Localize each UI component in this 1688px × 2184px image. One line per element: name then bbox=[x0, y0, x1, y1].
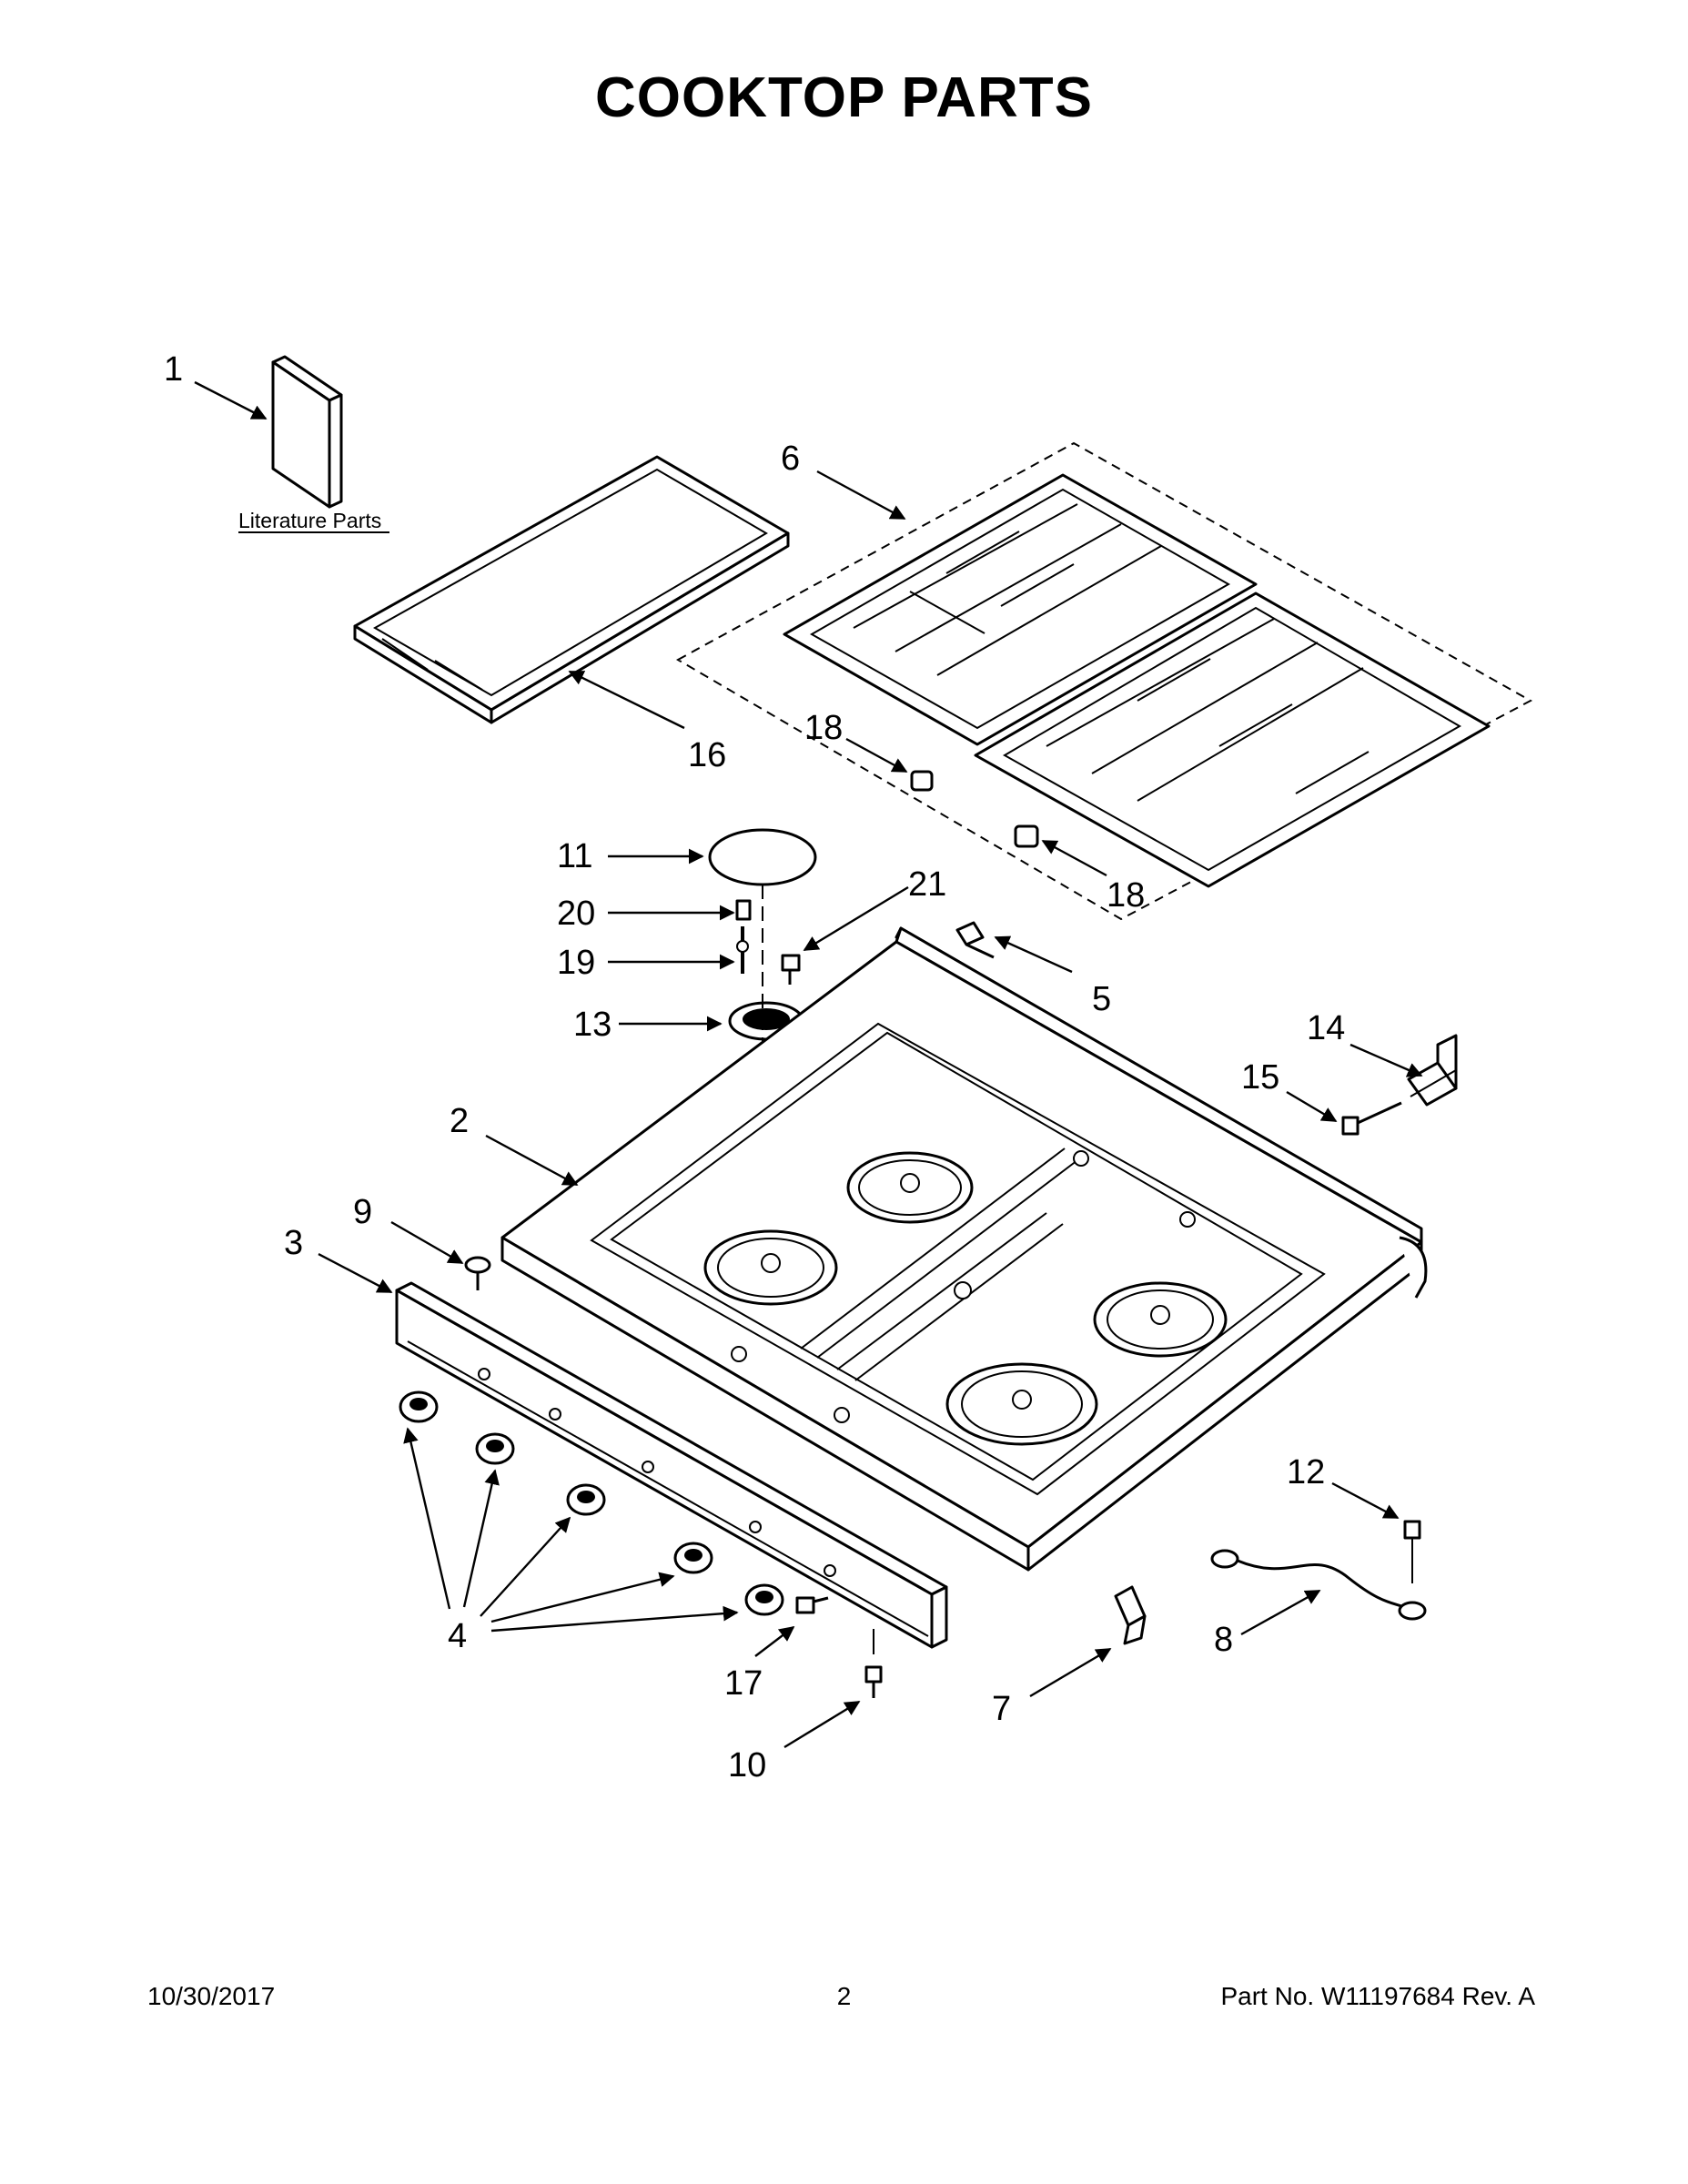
callout-18a: 18 bbox=[804, 709, 843, 747]
knob-2 bbox=[475, 1432, 515, 1465]
callout-9: 9 bbox=[353, 1193, 372, 1231]
bracket bbox=[1407, 1034, 1458, 1107]
knob-5 bbox=[744, 1583, 784, 1616]
grate-foot-right bbox=[1014, 824, 1039, 848]
literature-parts-label: Literature Parts bbox=[238, 509, 381, 532]
callout-18b: 18 bbox=[1107, 876, 1145, 915]
callout-15: 15 bbox=[1241, 1058, 1279, 1097]
callout-10: 10 bbox=[728, 1746, 766, 1785]
callout-7: 7 bbox=[992, 1690, 1011, 1728]
burner-cap bbox=[708, 828, 817, 886]
grate-left bbox=[783, 473, 1258, 746]
ground-screw bbox=[1403, 1520, 1421, 1583]
callout-3: 3 bbox=[284, 1224, 303, 1262]
footer-part-number: Part No. W11197684 Rev. A bbox=[1220, 1982, 1535, 2010]
callout-11: 11 bbox=[557, 837, 592, 875]
bumper bbox=[464, 1256, 491, 1290]
cooktop bbox=[500, 926, 1428, 1572]
callout-5: 5 bbox=[1092, 980, 1111, 1018]
bracket-screw bbox=[1341, 1101, 1402, 1136]
burner-screw bbox=[781, 954, 801, 985]
ground-wire bbox=[1210, 1549, 1427, 1621]
knob-4 bbox=[673, 1542, 713, 1574]
igniter-screw bbox=[735, 899, 752, 921]
callout-20: 20 bbox=[557, 895, 595, 933]
clip bbox=[1114, 1585, 1147, 1645]
callout-13: 13 bbox=[573, 1006, 612, 1044]
callout-4: 4 bbox=[448, 1617, 467, 1655]
callout-16: 16 bbox=[688, 736, 726, 774]
callout-14: 14 bbox=[1307, 1009, 1345, 1047]
knob-1 bbox=[399, 1390, 439, 1423]
grate-foot-left bbox=[910, 770, 934, 792]
grate-right bbox=[974, 592, 1491, 888]
callout-6: 6 bbox=[781, 440, 800, 478]
footer-date: 10/30/2017 bbox=[147, 1982, 276, 2010]
igniter-electrode bbox=[736, 926, 749, 974]
page-title: COOKTOP PARTS bbox=[595, 66, 1093, 129]
callout-19: 19 bbox=[557, 944, 595, 982]
callout-1: 1 bbox=[164, 350, 183, 389]
callout-17: 17 bbox=[724, 1664, 763, 1703]
callout-2: 2 bbox=[450, 1102, 469, 1140]
grates-dashed-outline bbox=[675, 441, 1533, 921]
griddle bbox=[353, 455, 790, 724]
knob-3 bbox=[566, 1483, 606, 1516]
leader-lines bbox=[194, 380, 1423, 1749]
backguard-screw bbox=[955, 921, 995, 959]
panel-screw-bottom bbox=[864, 1629, 883, 1698]
panel-screw-front bbox=[795, 1596, 829, 1614]
callout-21: 21 bbox=[908, 865, 946, 904]
callout-12: 12 bbox=[1287, 1453, 1325, 1491]
footer-page-number: 2 bbox=[836, 1982, 852, 2010]
callout-8: 8 bbox=[1214, 1621, 1233, 1659]
literature-parts-booklet bbox=[271, 355, 343, 509]
control-panel bbox=[395, 1281, 948, 1649]
